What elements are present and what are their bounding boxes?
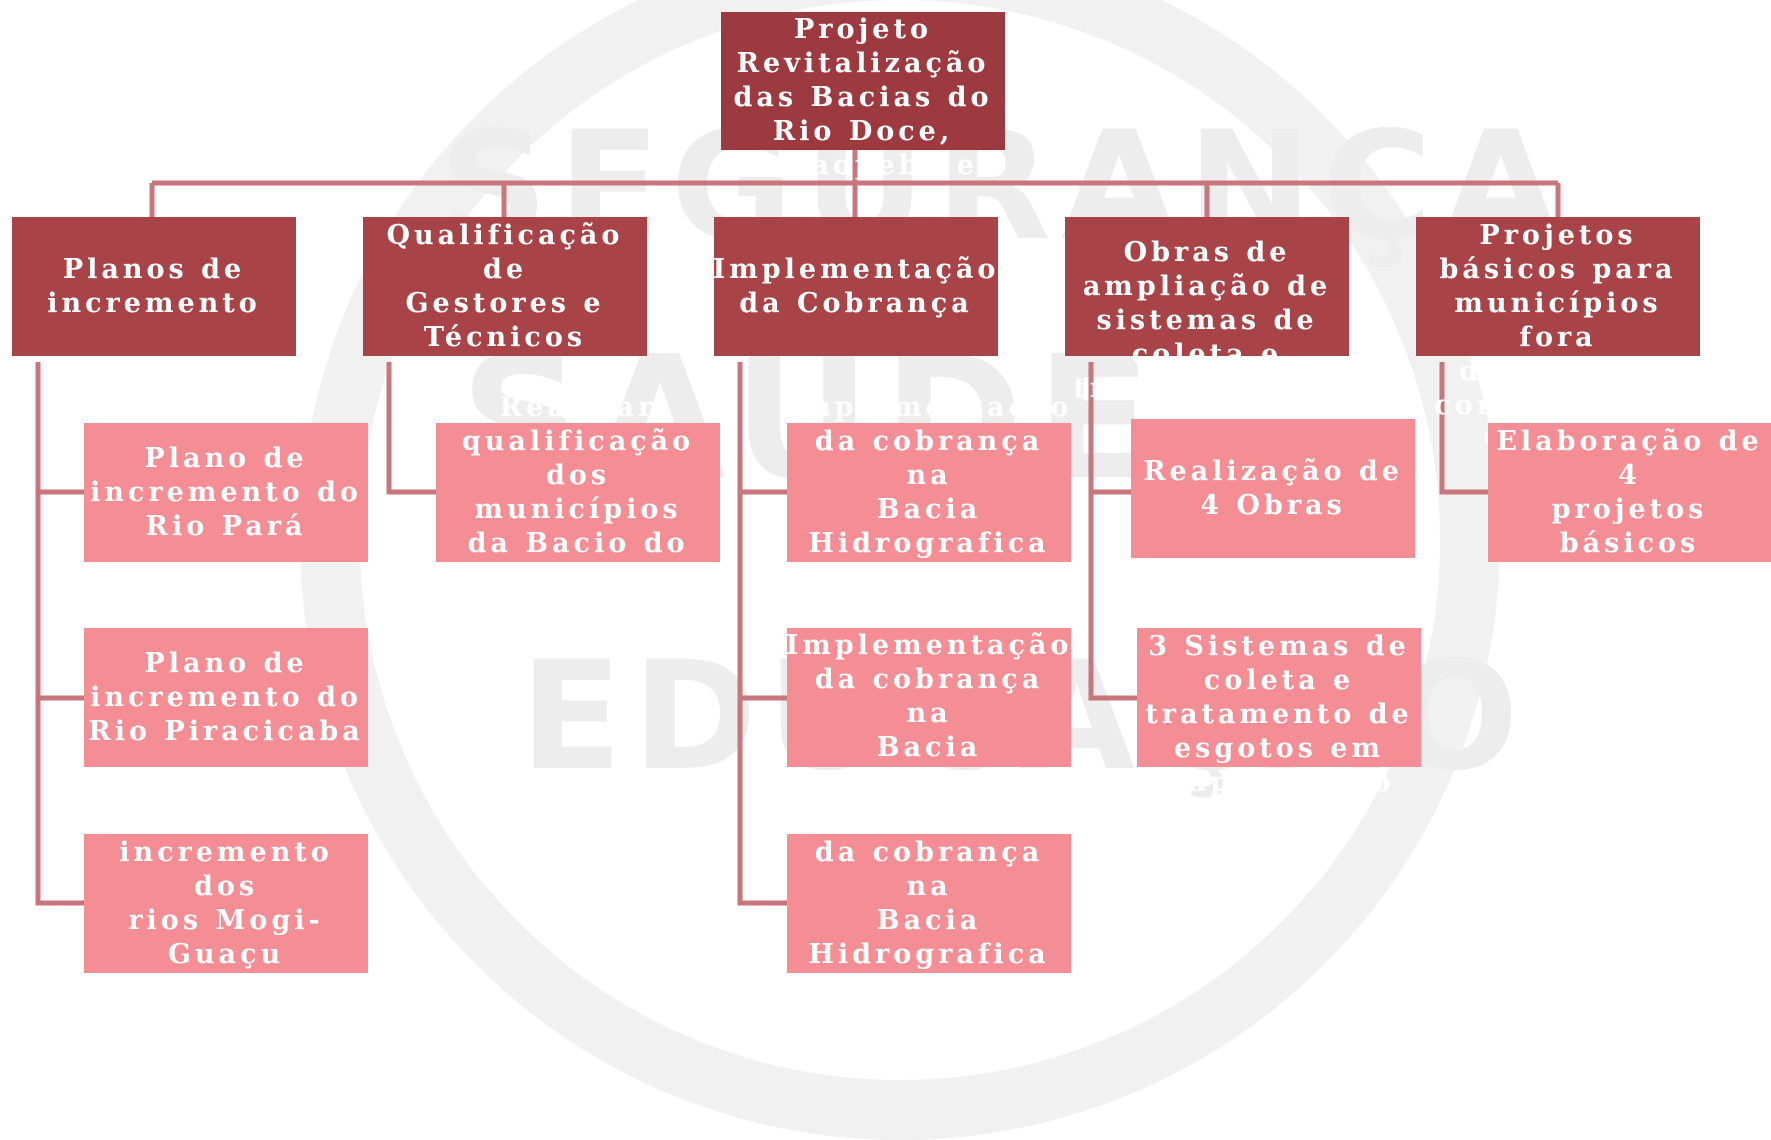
item-cobranca-bacia-2: Implementação da cobrança na Bacia Hidro… — [786, 628, 1071, 865]
category-label: Implementação da Cobrança — [712, 253, 1000, 319]
category-projetos-basicos: Projetos básicos para municípios fora da… — [1416, 217, 1700, 455]
item-label: Implementação da cobrança na Bacia Hidro… — [785, 391, 1073, 627]
spine-col-2 — [386, 362, 436, 495]
connector-lines — [35, 150, 1561, 906]
category-implementacao-cobranca: Implementação da Cobrança — [712, 217, 1000, 356]
item-qualificacao-municipios: Realizar qualificação dos municípios da … — [436, 392, 720, 627]
item-label: Realizar qualificação dos municípios da … — [461, 391, 695, 627]
item-realizacao-obras: Realização de 4 Obras — [1131, 419, 1415, 558]
category-qualificacao-gestores: Qualificação de Gestores e Técnicos — [363, 217, 647, 356]
item-label: Implementação da cobrança na Bacia Hidro… — [785, 802, 1073, 1038]
category-label: Planos de incremento — [47, 253, 261, 319]
item-label: Plano de incremento do Rio Piracicaba — [88, 647, 364, 747]
item-label: 3 Sistemas de coleta e tratamento de esg… — [1145, 630, 1413, 798]
item-plano-mogi-guacu-pardo: Plano de incremento dos rios Mogi-Guaçu … — [84, 803, 368, 1038]
item-plano-rio-piracicaba: Plano de incremento do Rio Piracicaba — [84, 628, 368, 767]
spine-col-5 — [1439, 362, 1488, 495]
item-elaboracao-projetos: Elaboração de 4 projetos básicos — [1488, 423, 1771, 562]
category-label: Obras de ampliação de sistemas de coleta… — [1073, 236, 1341, 438]
spine-col-4 — [1088, 362, 1137, 701]
root-node-label: Projeto Revitalização das Bacias do Rio … — [733, 14, 993, 181]
category-planos-incremento: Planos de incremento — [12, 217, 296, 356]
item-plano-rio-para: Plano de incremento do Rio Pará — [84, 423, 368, 562]
category-label: Qualificação de Gestores e Técnicos — [386, 219, 624, 353]
root-node: Projeto Revitalização das Bacias do Rio … — [721, 12, 1005, 181]
item-label: Plano de incremento do Rio Pará — [90, 442, 362, 542]
item-cobranca-bacia-3: Implementação da cobrança na Bacia Hidro… — [786, 803, 1071, 1038]
item-sistemas-coleta: 3 Sistemas de coleta e tratamento de esg… — [1137, 628, 1421, 798]
item-label: Plano de incremento dos rios Mogi-Guaçu … — [119, 802, 333, 1038]
item-label: Elaboração de 4 projetos básicos — [1496, 425, 1763, 559]
item-cobranca-bacia-1: Implementação da cobrança na Bacia Hidro… — [786, 392, 1071, 627]
category-label: Projetos básicos para municípios fora da… — [1434, 219, 1682, 455]
category-obras-ampliacao: Obras de ampliação de sistemas de coleta… — [1065, 217, 1349, 438]
spine-col-1 — [35, 362, 84, 906]
spine-col-3 — [737, 362, 787, 906]
item-label: Realização de 4 Obras — [1143, 455, 1403, 521]
